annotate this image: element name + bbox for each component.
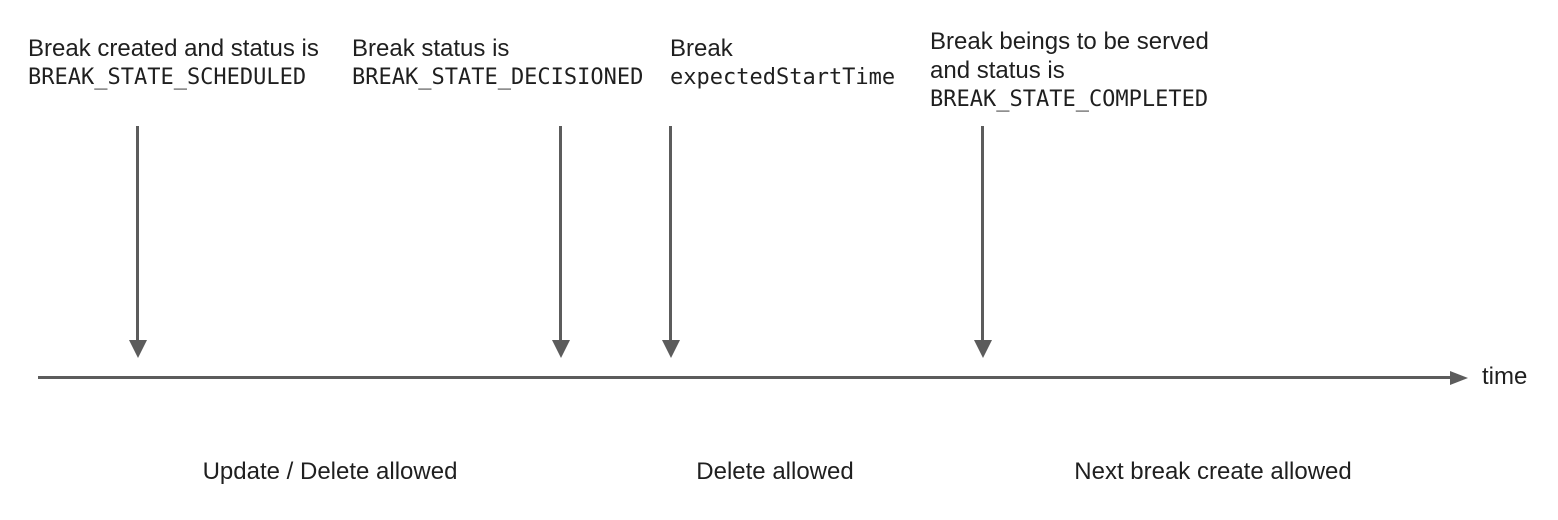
arrow-scheduled-icon — [136, 126, 139, 340]
arrow-completed-icon — [981, 126, 984, 340]
annotation-decisioned: Break status is BREAK_STATE_DECISIONED — [352, 34, 643, 92]
annotation-decisioned-line1: Break status is — [352, 35, 510, 62]
annotation-completed-line1: Break beings to be served — [930, 28, 1209, 55]
annotation-completed: Break beings to be served and status is … — [930, 27, 1209, 114]
segment-bars — [0, 0, 1558, 40]
arrow-decisioned-icon — [559, 126, 562, 340]
segment-next-break-label: Next break create allowed — [1074, 458, 1352, 485]
annotation-scheduled-state-code: BREAK_STATE_SCHEDULED — [28, 65, 307, 90]
annotation-expected-start: Break expectedStartTime — [670, 34, 895, 92]
annotation-completed-state-code: BREAK_STATE_COMPLETED — [930, 87, 1209, 112]
annotation-scheduled: Break created and status is BREAK_STATE_… — [28, 34, 319, 92]
annotation-expected-start-field-code: expectedStartTime — [670, 65, 896, 90]
annotation-completed-line2: and status is — [930, 57, 1065, 84]
annotation-expected-start-line1: Break — [670, 35, 733, 62]
timeline-axis — [38, 376, 1450, 379]
segment-delete-label: Delete allowed — [696, 458, 854, 485]
annotation-scheduled-line1: Break created and status is — [28, 35, 319, 62]
arrow-expected-start-icon — [669, 126, 672, 340]
segment-update-delete-label: Update / Delete allowed — [202, 458, 458, 485]
annotation-decisioned-state-code: BREAK_STATE_DECISIONED — [352, 65, 644, 90]
timeline-axis-label: time — [1482, 363, 1528, 390]
